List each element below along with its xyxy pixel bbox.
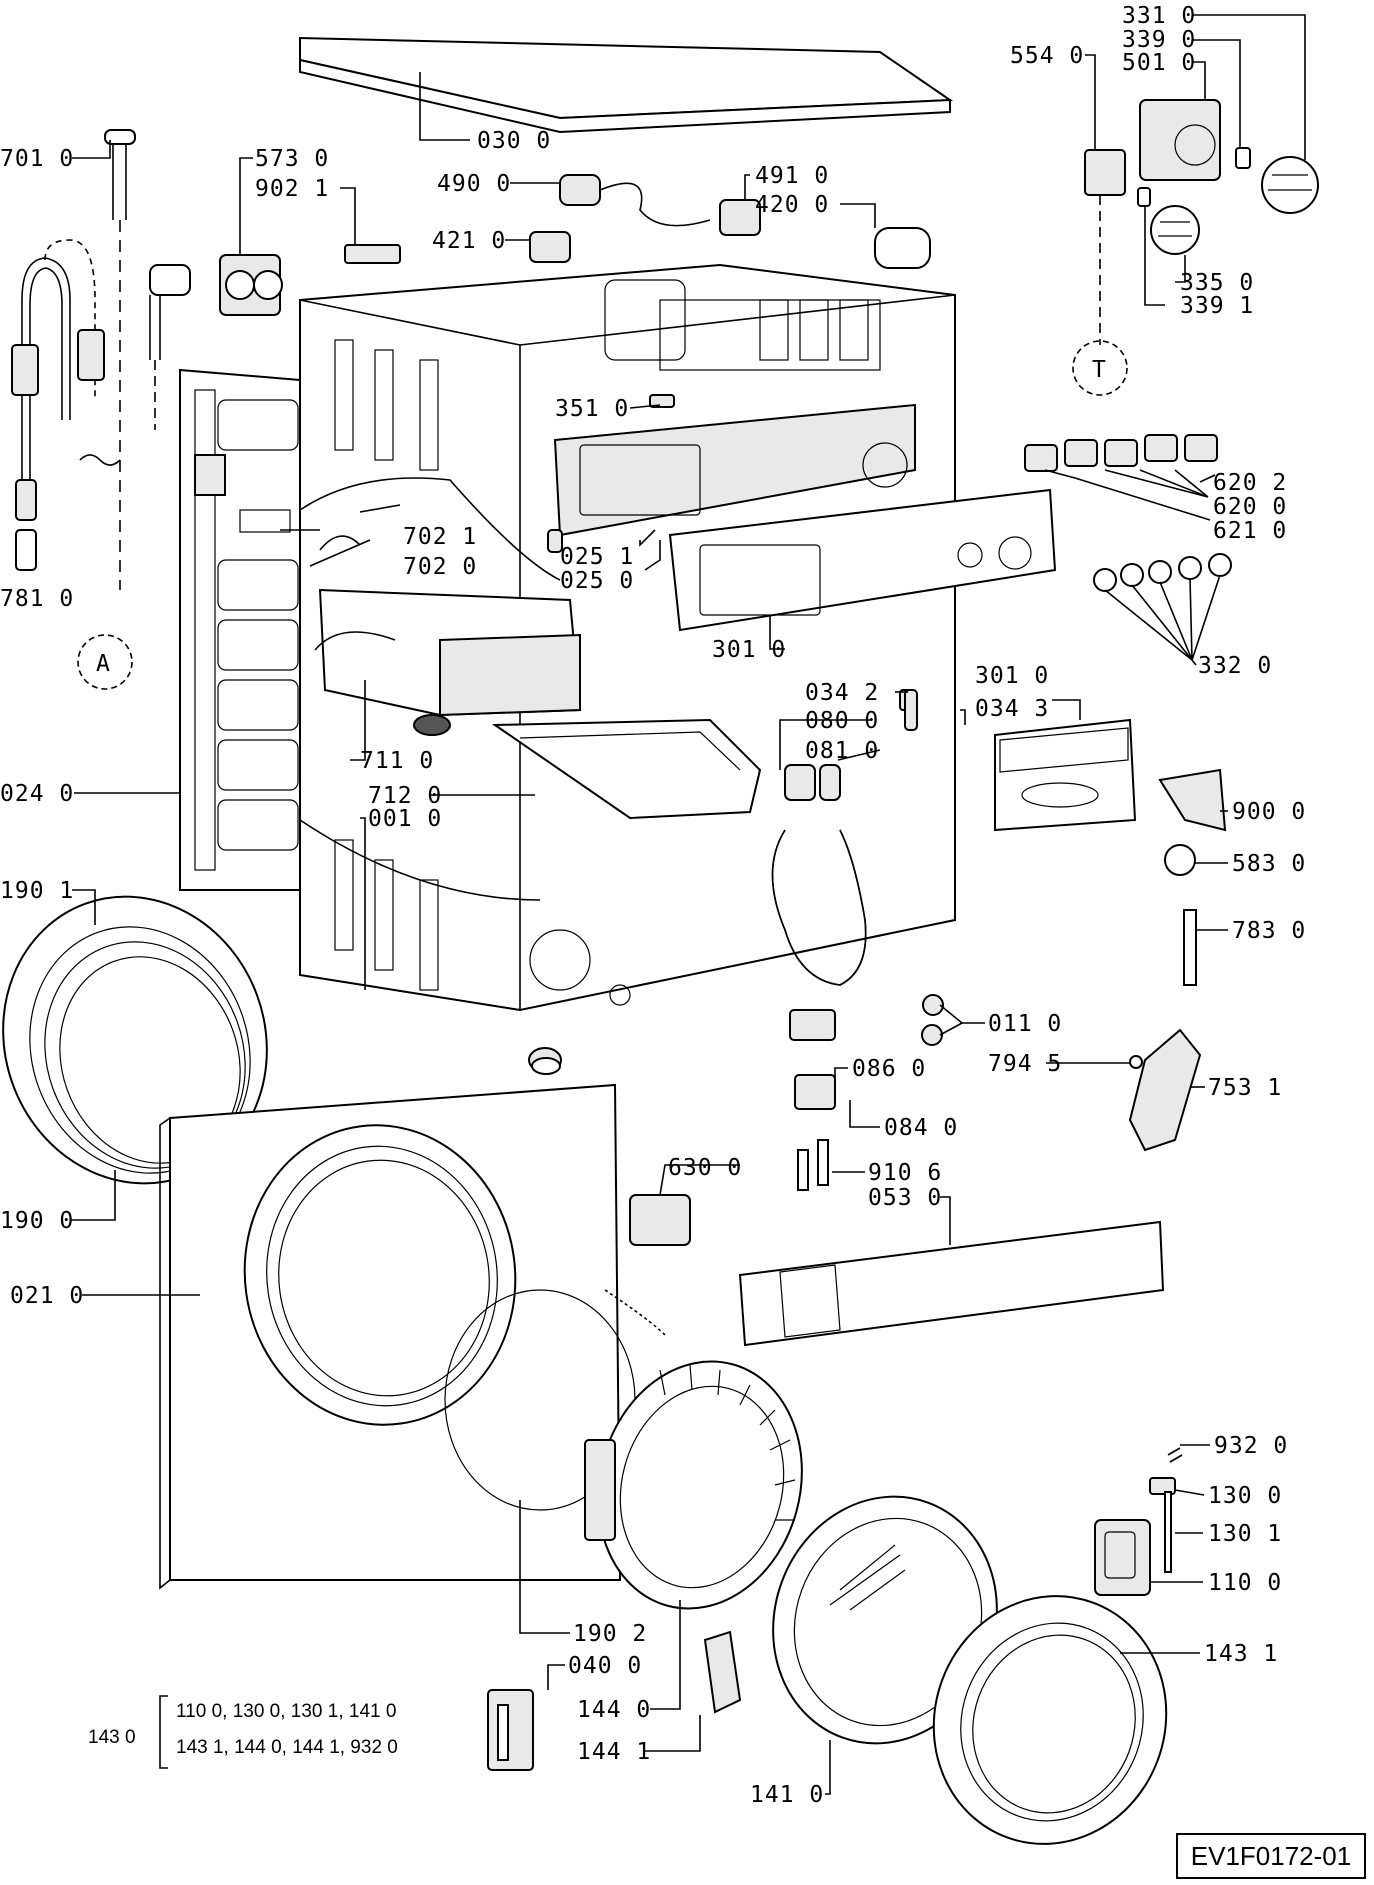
small-fittings-part — [528, 689, 1143, 1246]
callout-labels: 701 0 573 0 902 1 030 0 490 0 491 0 420 … — [0, 3, 1306, 1808]
kit-code: 143 0 — [88, 1727, 136, 1748]
callout-420-0: 420 0 — [755, 192, 829, 218]
callout-024-0: 024 0 — [0, 781, 74, 807]
door-frame-part — [584, 1360, 803, 1610]
callout-620-0: 620 0 — [1213, 494, 1287, 520]
door-gasket-part — [2, 895, 561, 1185]
callout-190-1: 190 1 — [0, 878, 74, 904]
door-hinge-part — [487, 1630, 742, 1771]
callout-190-0: 190 0 — [0, 1208, 74, 1234]
callout-620-2: 620 2 — [1213, 470, 1287, 496]
callout-711-0: 711 0 — [360, 748, 434, 774]
callout-932-0: 932 0 — [1214, 1433, 1288, 1459]
callout-301-0-b: 301 0 — [975, 663, 1049, 689]
dispenser-drawer-part — [314, 535, 762, 820]
callout-001-0: 001 0 — [368, 806, 442, 832]
svg-text:T: T — [1092, 357, 1107, 383]
callout-081-0: 081 0 — [805, 738, 879, 764]
knob-caps-part — [1093, 553, 1232, 661]
callout-630-0: 630 0 — [668, 1155, 742, 1181]
callout-053-0: 053 0 — [868, 1185, 942, 1211]
switch-buttons-part — [1024, 434, 1218, 472]
callout-332-0: 332 0 — [1198, 653, 1272, 679]
callout-144-0: 144 0 — [577, 1697, 651, 1723]
callout-490-0: 490 0 — [437, 171, 511, 197]
callout-331-0: 331 0 — [1122, 3, 1196, 29]
marker-a: A — [77, 634, 133, 690]
timer-module-part — [1084, 99, 1319, 345]
marker-t: T — [1072, 340, 1128, 396]
inlet-valve-part — [149, 244, 401, 430]
kit-line-2: 143 1, 144 0, 144 1, 932 0 — [176, 1737, 398, 1758]
callout-702-1: 702 1 — [403, 524, 477, 550]
pressure-switch-part — [1128, 768, 1227, 1152]
callout-910-6: 910 6 — [868, 1160, 942, 1186]
callout-781-0: 781 0 — [0, 586, 74, 612]
callout-130-0: 130 0 — [1208, 1483, 1282, 1509]
svg-text:A: A — [96, 651, 111, 677]
callout-783-0: 783 0 — [1232, 918, 1306, 944]
door-outer-ring-part — [932, 1595, 1168, 1845]
callout-339-1: 339 1 — [1180, 293, 1254, 319]
callout-421-0: 421 0 — [432, 228, 506, 254]
callout-335-0: 335 0 — [1180, 270, 1254, 296]
kick-plate-part — [738, 1220, 1165, 1347]
top-cover-part — [299, 36, 954, 141]
callout-491-0: 491 0 — [755, 163, 829, 189]
callout-573-0: 573 0 — [255, 146, 329, 172]
callout-011-0: 011 0 — [988, 1011, 1062, 1037]
callout-190-2: 190 2 — [573, 1621, 647, 1647]
side-panel-part — [179, 368, 301, 891]
callout-021-0: 021 0 — [10, 1283, 84, 1309]
callout-086-0: 086 0 — [852, 1056, 926, 1082]
callout-900-0: 900 0 — [1232, 799, 1306, 825]
callout-030-0: 030 0 — [477, 128, 551, 154]
callout-554-0: 554 0 — [1010, 43, 1084, 69]
callout-034-3: 034 3 — [975, 696, 1049, 722]
callout-351-0: 351 0 — [555, 396, 629, 422]
kit-line-1: 110 0, 130 0, 130 1, 141 0 — [176, 1701, 396, 1722]
callout-025-1: 025 1 — [560, 544, 634, 570]
callout-080-0: 080 0 — [805, 708, 879, 734]
callout-084-0: 084 0 — [884, 1115, 958, 1141]
callout-794-5: 794 5 — [988, 1051, 1062, 1077]
callout-301-0-a: 301 0 — [712, 637, 786, 663]
control-panel-part — [547, 394, 1137, 832]
callout-712-0: 712 0 — [368, 783, 442, 809]
callout-753-1: 753 1 — [1208, 1075, 1282, 1101]
callout-141-0: 141 0 — [750, 1782, 824, 1808]
leader-lines — [70, 14, 1306, 1795]
inlet-hose-part — [11, 129, 136, 590]
callout-025-0: 025 0 — [560, 568, 634, 594]
diagram-reference-id: EV1F0172-01 — [1176, 1833, 1366, 1879]
callout-040-0: 040 0 — [568, 1653, 642, 1679]
callout-902-1: 902 1 — [255, 176, 329, 202]
callout-701-0: 701 0 — [0, 146, 74, 172]
callout-583-0: 583 0 — [1232, 851, 1306, 877]
callout-143-1: 143 1 — [1204, 1641, 1278, 1667]
callout-034-2: 034 2 — [805, 680, 879, 706]
front-panel-part — [159, 1083, 666, 1590]
callout-621-0: 621 0 — [1213, 518, 1287, 544]
callout-130-1: 130 1 — [1208, 1521, 1282, 1547]
callout-110-0: 110 0 — [1208, 1570, 1282, 1596]
wiring-parts — [529, 174, 931, 269]
callout-144-1: 144 1 — [577, 1739, 651, 1765]
door-handle-part — [1094, 1447, 1183, 1596]
kit-list: 143 0 110 0, 130 0, 130 1, 141 0 143 1, … — [88, 1695, 398, 1769]
callout-702-0: 702 0 — [403, 554, 477, 580]
callout-339-0: 339 0 — [1122, 27, 1196, 53]
callout-501-0: 501 0 — [1122, 50, 1196, 76]
